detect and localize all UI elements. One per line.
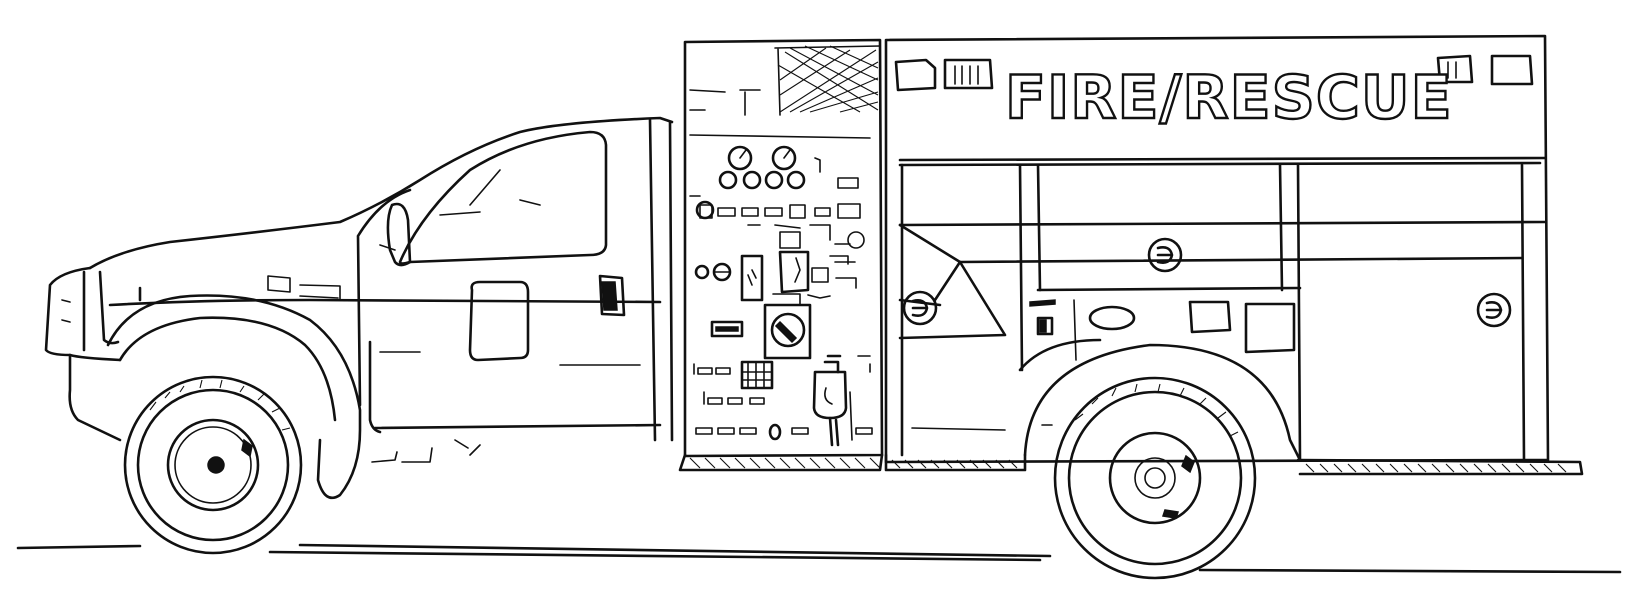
rescue-body: FIRE/RESCUE	[884, 34, 1584, 476]
ground-line	[16, 543, 1622, 574]
truck-cab	[44, 116, 674, 500]
rear-wheel	[1053, 376, 1257, 580]
front-wheel	[123, 375, 303, 555]
fire-rescue-lettering: FIRE/RESCUE	[1005, 63, 1453, 133]
pump-panel	[678, 38, 884, 472]
